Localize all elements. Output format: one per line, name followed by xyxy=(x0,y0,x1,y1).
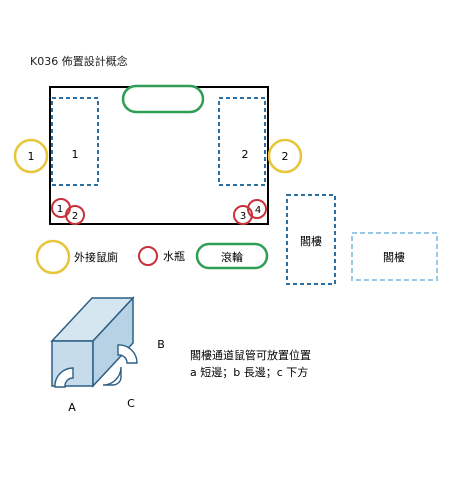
loft-3d-box xyxy=(50,296,135,388)
legend-toilet-icon xyxy=(35,239,71,275)
water-bottle-1-label: 1 xyxy=(57,204,63,215)
loft-caption-line1: 閣樓通道鼠管可放置位置 xyxy=(190,348,311,362)
legend-wheel-label: 滾輪 xyxy=(221,250,243,264)
water-bottle-2 xyxy=(65,205,85,225)
water-bottle-2-label: 2 xyxy=(72,211,78,222)
external-toilet-left-label: 1 xyxy=(28,150,35,163)
loft-right-label: 2 xyxy=(242,148,249,161)
loft-box-light-blue-label: 閣樓 xyxy=(383,250,405,264)
loft-box-blue-label: 閣樓 xyxy=(300,234,322,248)
legend-bottle-icon xyxy=(138,246,158,266)
water-bottle-4-label: 4 xyxy=(255,205,261,216)
diagram-title: K036 佈置設計概念 xyxy=(30,54,128,68)
tube-opening-a xyxy=(54,367,74,388)
external-toilet-left xyxy=(13,138,49,174)
tube-opening-c xyxy=(102,366,122,386)
loft-box-light-blue xyxy=(351,232,438,281)
label-a: A xyxy=(68,401,76,414)
external-toilet-right xyxy=(267,138,303,174)
tube-opening-b xyxy=(117,344,138,364)
wheel-top xyxy=(121,84,205,114)
water-bottle-3-label: 3 xyxy=(240,211,246,222)
loft-box-blue xyxy=(286,194,336,285)
label-c: C xyxy=(127,397,135,410)
water-bottle-3 xyxy=(233,205,253,225)
loft-caption-line2: a 短邊；b 長邊；c 下方 xyxy=(190,365,308,379)
label-b: B xyxy=(157,338,165,351)
loft-right xyxy=(218,97,266,186)
legend-bottle-label: 水瓶 xyxy=(163,249,185,263)
loft-left-label: 1 xyxy=(72,148,79,161)
external-toilet-right-label: 2 xyxy=(282,150,289,163)
legend-toilet-label: 外接鼠廁 xyxy=(74,250,118,264)
legend-wheel-icon xyxy=(195,242,269,270)
water-bottle-4 xyxy=(247,199,267,219)
loft-left xyxy=(51,97,99,186)
